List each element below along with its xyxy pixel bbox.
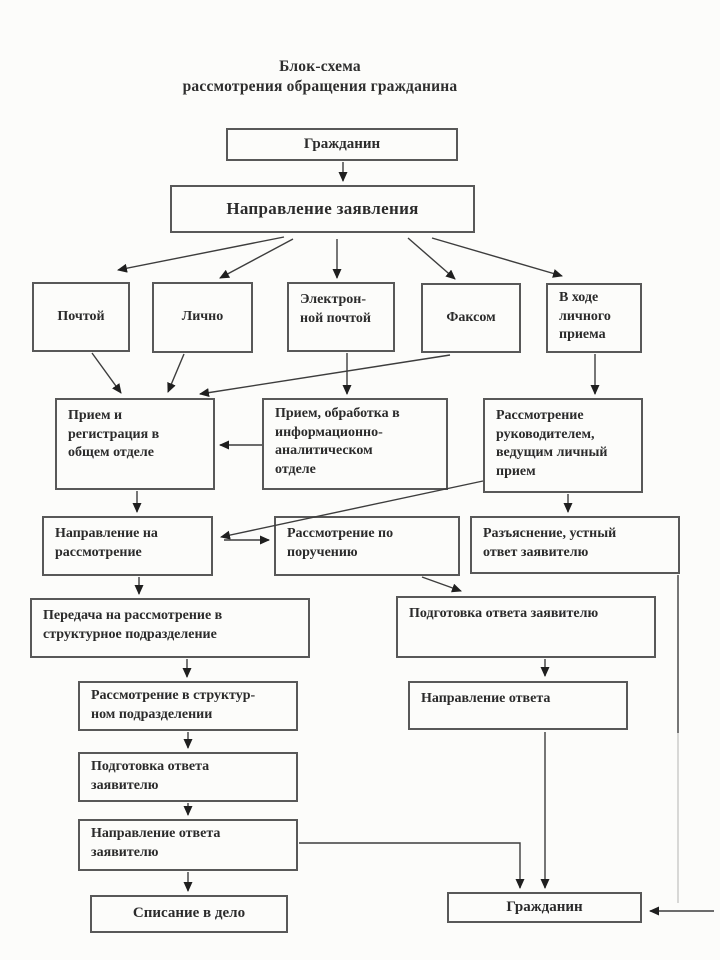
node-label: Почтой — [57, 308, 105, 324]
connector-mail-to-registration — [91, 352, 122, 394]
node-application-direction: Направление заявления — [170, 185, 475, 233]
connector-direction-to-mail — [117, 236, 285, 273]
node-label: Направление заявления — [226, 198, 419, 218]
node-answer-preparation-left: Подготовка ответа заявителю — [78, 752, 298, 802]
node-label: Подготовка ответа заявителю — [91, 759, 210, 793]
connector-inperson-to-registration — [167, 353, 185, 393]
node-label: Передача на рассмотрение в структурное п… — [43, 608, 223, 642]
node-citizen-bottom: Гражданин — [447, 892, 642, 923]
node-label: Списание в дело — [132, 905, 246, 922]
node-by-mail: Почтой — [32, 282, 130, 352]
node-label: Направление ответа заявителю — [91, 826, 221, 860]
page-title: Блок-схема рассмотрения обращения гражда… — [182, 58, 458, 96]
node-label: Прием, обработка в информационно- аналит… — [275, 406, 400, 477]
node-answer-direction-right: Направление ответа — [408, 681, 628, 730]
node-label: Рассмотрение по поручению — [287, 526, 394, 560]
node-label: Направление ответа — [421, 691, 551, 706]
node-label: В ходе личного приема — [559, 290, 611, 343]
node-transfer-to-structural: Передача на рассмотрение в структурное п… — [30, 598, 310, 658]
node-info-dept-processing: Прием, обработка в информационно- аналит… — [262, 398, 448, 490]
node-by-fax: Факсом — [421, 283, 521, 353]
node-head-review: Рассмотрение руководителем, ведущим личн… — [483, 398, 643, 493]
connector-answerdirection-to-citizen — [299, 842, 525, 889]
node-review-in-structural: Рассмотрение в структур- ном подразделен… — [78, 681, 298, 731]
node-answer-preparation-right: Подготовка ответа заявителю — [396, 596, 656, 658]
node-label: Факсом — [446, 309, 496, 325]
node-by-email: Электрон- ной почтой — [287, 282, 395, 352]
node-label: Лично — [181, 309, 224, 325]
node-label: Электрон- ной почтой — [300, 292, 371, 326]
node-label: Рассмотрение руководителем, ведущим личн… — [496, 408, 608, 479]
connector-direction-to-reception — [431, 237, 563, 278]
node-direction-to-review: Направление на рассмотрение — [42, 516, 213, 576]
node-citizen-top: Гражданин — [226, 128, 458, 161]
node-label: Прием и регистрация в общем отделе — [68, 408, 160, 461]
node-personal-reception: В ходе личного приема — [546, 283, 642, 353]
connector-direction-to-inperson — [219, 238, 294, 279]
node-label: Разъяснение, устный ответ заявителю — [483, 526, 617, 560]
node-label: Гражданин — [506, 898, 583, 915]
connector-fax-to-registration — [199, 354, 451, 398]
node-oral-answer: Разъяснение, устный ответ заявителю — [470, 516, 680, 574]
node-review-by-assignment: Рассмотрение по поручению — [274, 516, 460, 576]
node-label: Гражданин — [303, 135, 381, 152]
node-label: Рассмотрение в структур- ном подразделен… — [91, 688, 256, 722]
connector-assignment-to-answerprep — [421, 576, 462, 593]
node-label: Подготовка ответа заявителю — [409, 606, 599, 621]
connector-direction-to-fax — [407, 237, 456, 280]
node-in-person: Лично — [152, 282, 253, 353]
node-label: Направление на рассмотрение — [55, 526, 158, 560]
node-write-off: Списание в дело — [90, 895, 288, 933]
node-reception-registration: Прием и регистрация в общем отделе — [55, 398, 215, 490]
node-answer-direction-left: Направление ответа заявителю — [78, 819, 298, 871]
